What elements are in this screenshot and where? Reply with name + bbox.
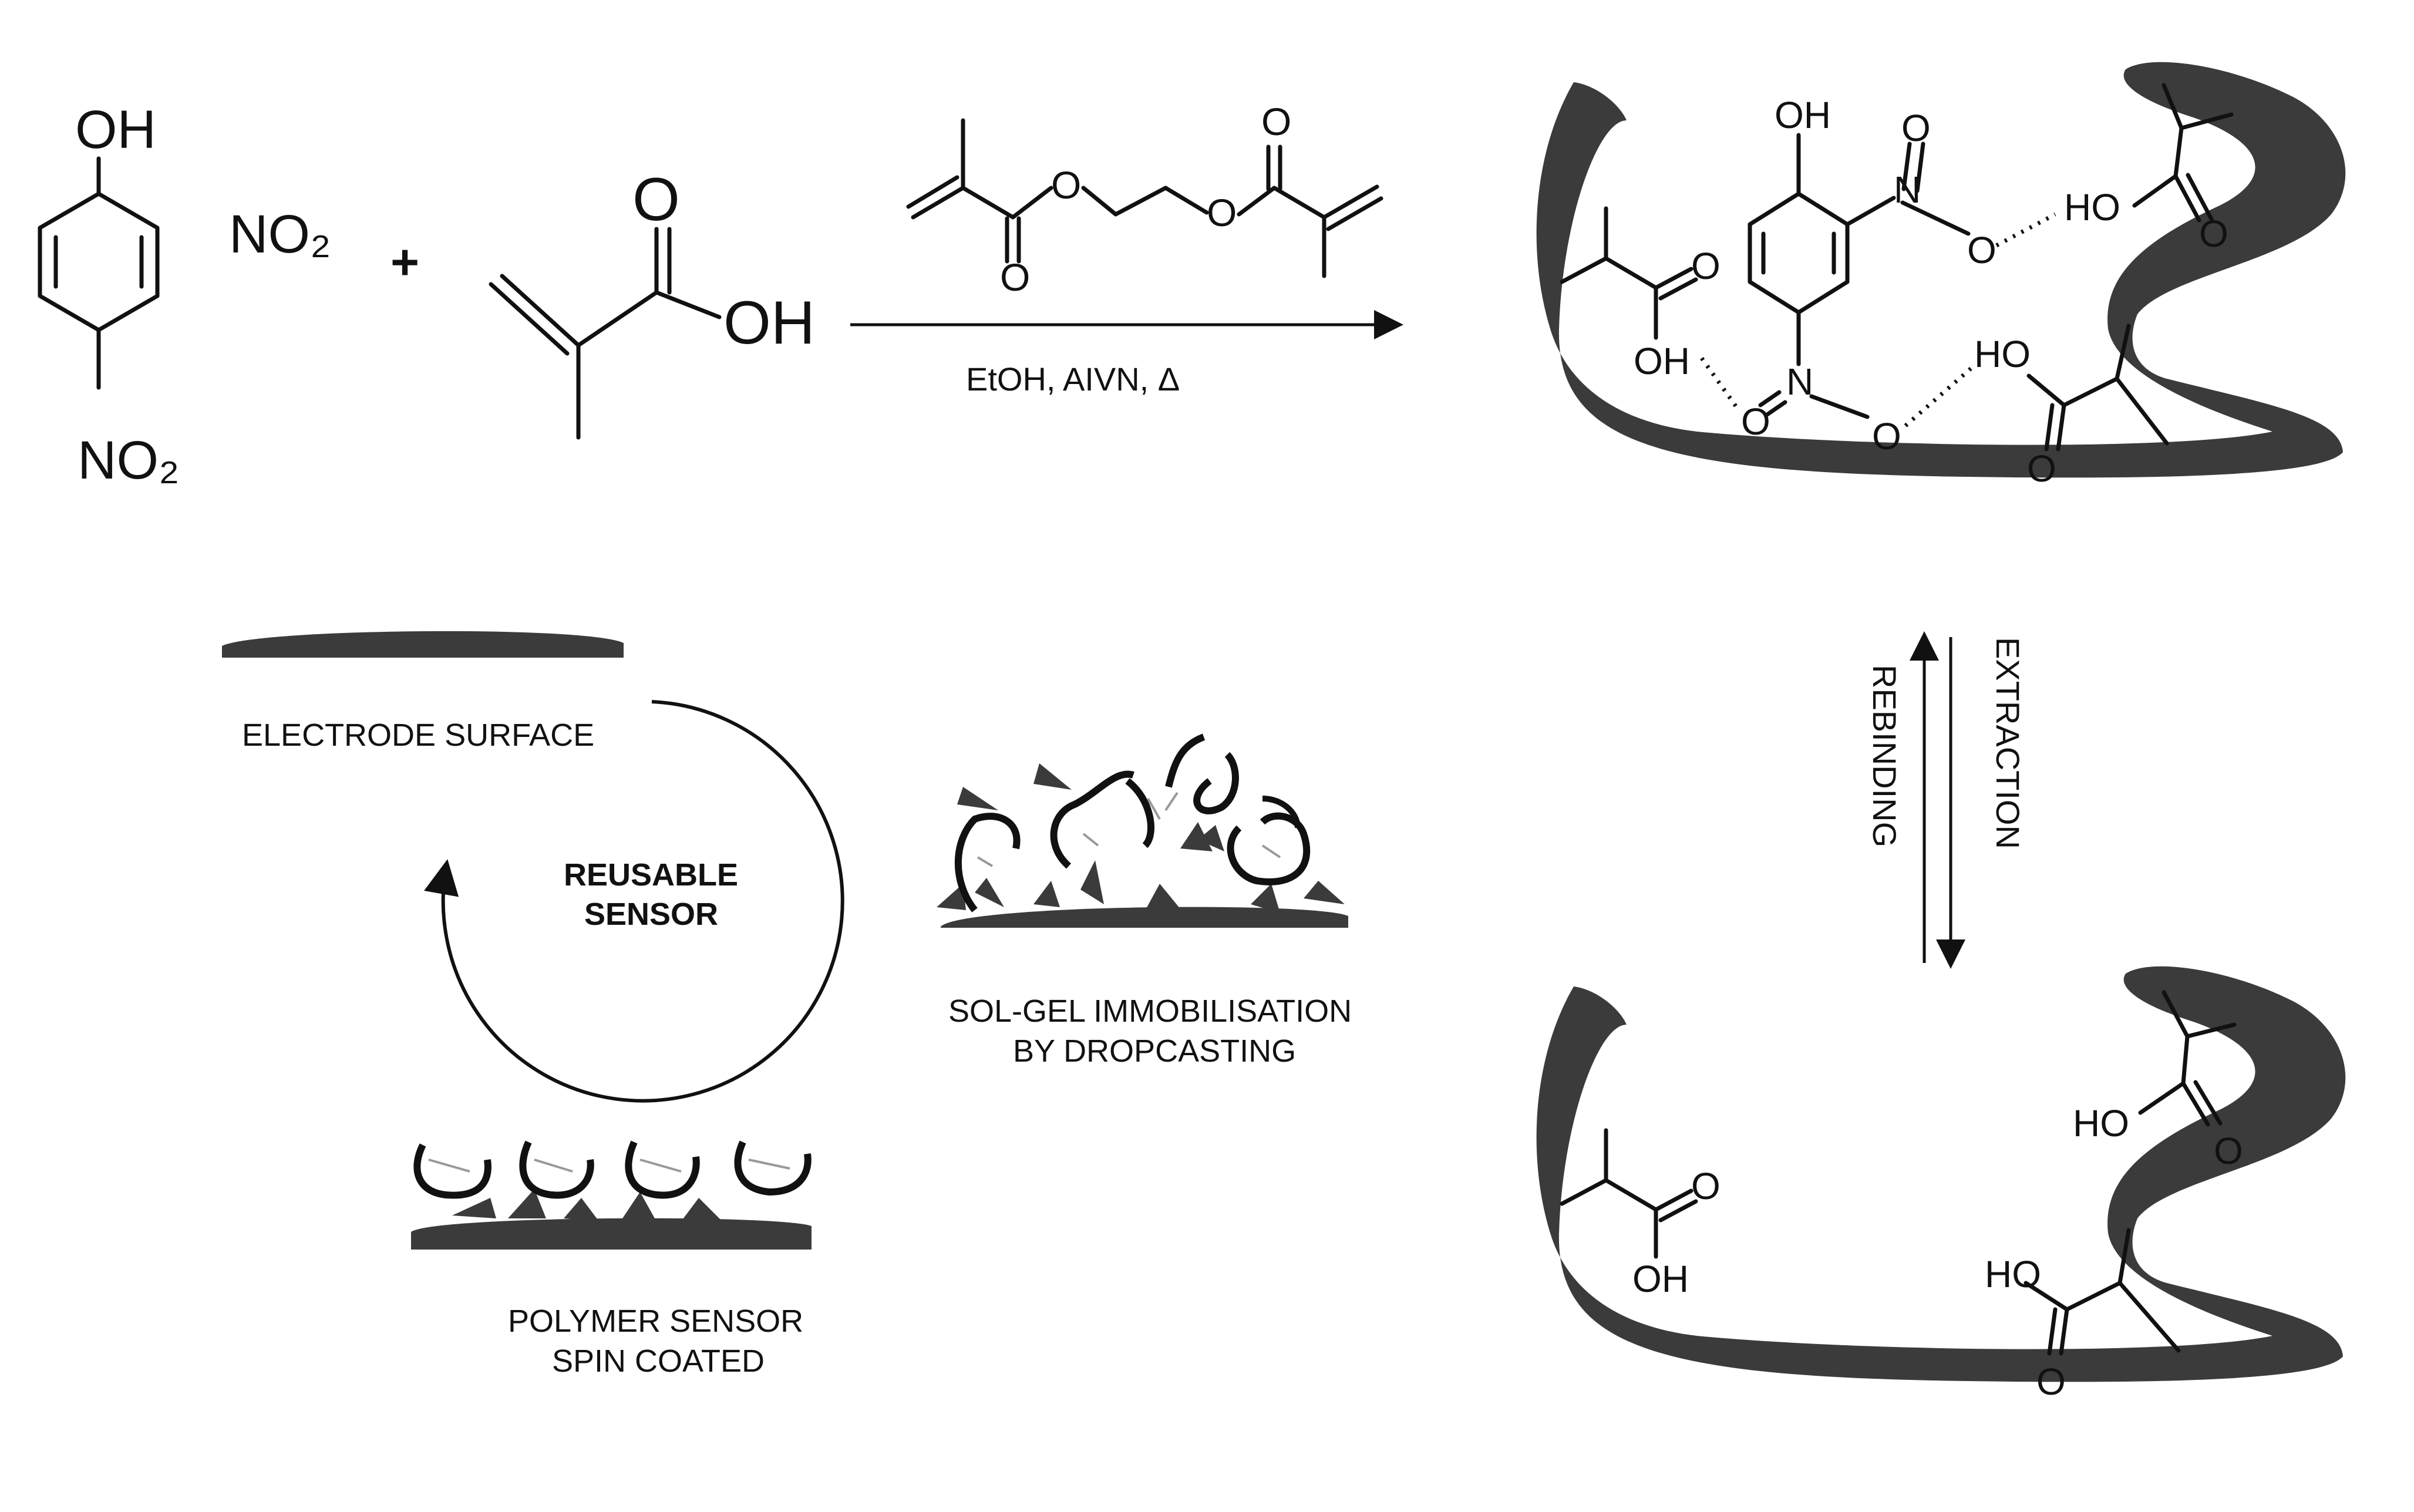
polymer-sensor-label-line1: POLYMER SENSOR [508, 1304, 803, 1339]
maa-carbonyl-o-label: O [632, 166, 680, 234]
empty-acid-top-right-o-label: O [2214, 1130, 2243, 1172]
phenol-no2-side-label: NO₂ [229, 204, 331, 264]
acid-left-o-label: O [1691, 245, 1721, 287]
hbond-top-right [1995, 212, 2056, 248]
egdma-carbonyl-o1-label: O [1000, 255, 1030, 299]
electrode-surface [222, 631, 624, 658]
template-nitro-n-bottom-label: N [1786, 361, 1813, 403]
acid-left-oh-label: OH [1634, 340, 1690, 382]
solgel-label-line1: SOL-GEL IMMOBILISATION [948, 994, 1352, 1029]
spincoated-sensor-illustration [411, 1140, 812, 1250]
reusable-label: REUSABLE [564, 857, 738, 893]
empty-acid-top-right-ho-label: HO [2073, 1102, 2129, 1144]
imprinted-cavity: OH N O O N O O O OH HO O HO [1536, 62, 2346, 490]
template-oh-label: OH [1775, 94, 1831, 136]
plus-sign: + [390, 234, 419, 289]
empty-acid-bottom-right-o-label: O [2036, 1361, 2066, 1403]
empty-cavity: O OH HO O HO O [1536, 966, 2346, 1403]
phenol-no2-para-label: NO₂ [78, 430, 180, 490]
electrode-surface-label: ELECTRODE SURFACE [242, 718, 594, 753]
solgel-sensor-illustration [937, 733, 1348, 928]
template-nitro-o-bottom-left-label: O [1741, 400, 1770, 443]
acid-top-right-o-label: O [2199, 213, 2228, 255]
template-nitro-o-top-label: O [1901, 107, 1931, 149]
nitrophenol-structure: OH NO₂ NO₂ [38, 100, 331, 490]
acid-top-right-ho-label: HO [2064, 186, 2120, 228]
rebinding-label: REBINDING [1866, 665, 1903, 847]
empty-acid-left-oh-label: OH [1632, 1258, 1689, 1300]
acid-bottom-right-ho-label: HO [1974, 333, 2031, 375]
cycle-arc [424, 700, 844, 1103]
polymer-sensor-label-line2: SPIN COATED [552, 1343, 765, 1379]
sensor-cycle: ELECTRODE SURFACE REUSABLE SENSOR [222, 631, 1352, 1379]
sensor-label: SENSOR [584, 897, 718, 932]
hbond-bottom-right [1904, 362, 1978, 427]
template-nitro-n-top-label: N [1894, 169, 1921, 211]
equilibrium-arrows: EXTRACTION REBINDING [1866, 631, 2026, 969]
egdma-ester-o2-label: O [1207, 191, 1237, 234]
extraction-label: EXTRACTION [1989, 637, 2026, 849]
empty-acid-bottom-right-ho-label: HO [1985, 1253, 2041, 1295]
methacrylic-acid-structure: O OH [489, 166, 815, 440]
template-nitro-o-minus-label: O [1967, 229, 1996, 271]
crosslinker-structure: O O O O [906, 100, 1383, 299]
reaction-conditions-label: EtOH, AIVN, Δ [966, 361, 1180, 398]
hbond-left [1700, 356, 1741, 413]
polymer-matrix-top [1536, 62, 2346, 478]
acid-bottom-right-o-label: O [2027, 447, 2056, 490]
polymer-matrix-bottom [1536, 966, 2346, 1382]
empty-acid-left-o-label: O [1691, 1165, 1721, 1207]
egdma-ester-o1-label: O [1051, 163, 1081, 207]
solgel-label-line2: BY DROPCASTING [1013, 1033, 1296, 1069]
egdma-carbonyl-o2-label: O [1261, 100, 1291, 143]
phenol-oh-label: OH [75, 100, 156, 160]
maa-oh-label: OH [723, 289, 815, 357]
template-nitro-o-bottom-right-label: O [1872, 415, 1901, 457]
